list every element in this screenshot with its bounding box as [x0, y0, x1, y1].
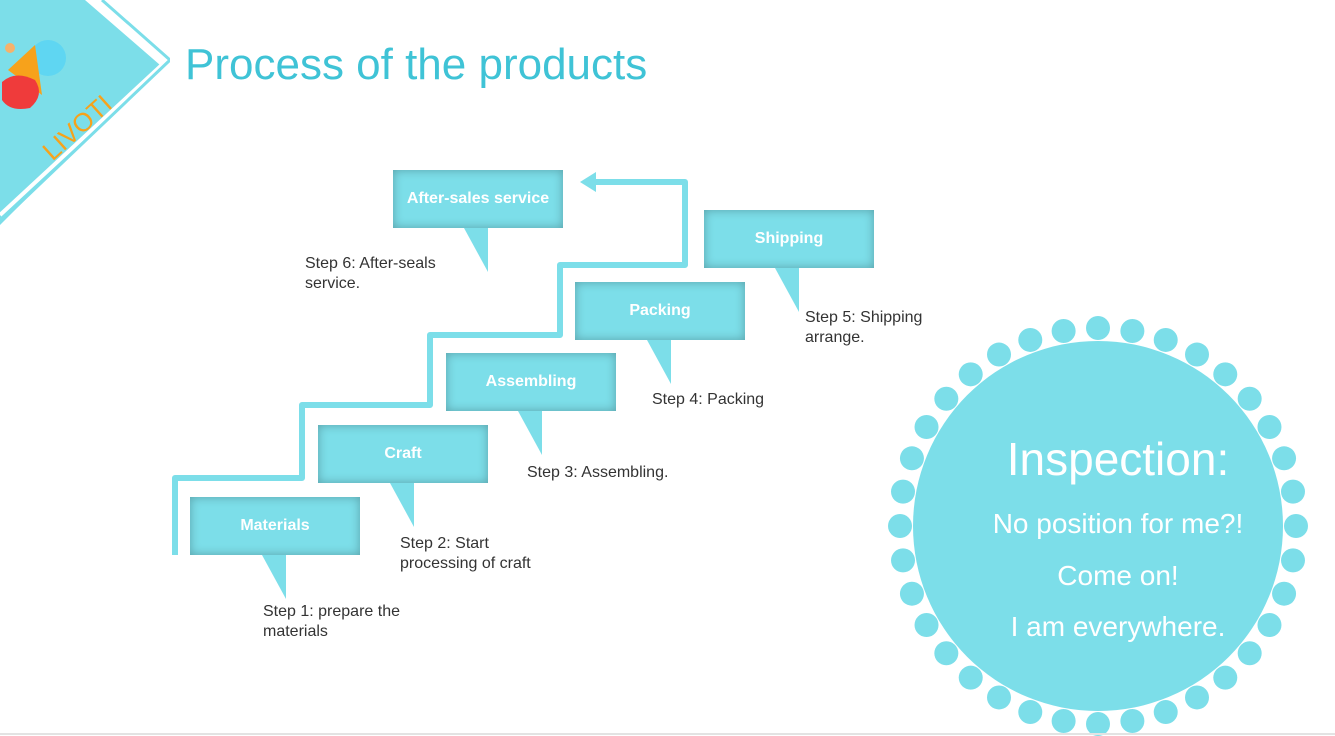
step-desc: Step 5: Shipping arrange.	[805, 309, 923, 346]
step-desc: Step 4: Packing	[652, 391, 765, 408]
gear-tooth	[1086, 712, 1110, 736]
step-label: After-sales service	[406, 190, 550, 207]
step-label: Shipping	[754, 230, 824, 247]
step-label: Craft	[384, 445, 422, 462]
gear-tooth	[899, 581, 924, 606]
gear-tooth	[958, 665, 983, 690]
gear-tooth	[1185, 342, 1209, 367]
step-pointer	[775, 268, 799, 312]
gear-tooth	[1051, 708, 1076, 733]
step-box-craft: Craft	[318, 425, 488, 483]
gear-tooth	[1284, 514, 1308, 538]
gear-tooth	[1213, 665, 1238, 690]
gear-tooth	[891, 479, 916, 504]
gear-tooth	[1237, 386, 1262, 411]
step-box-materials: Materials	[190, 497, 360, 555]
page-title: Process of the products	[185, 40, 648, 89]
step-desc: Step 3: Assembling.	[527, 464, 669, 481]
step-label: Packing	[629, 302, 691, 319]
gear-tooth	[1185, 685, 1209, 710]
step-desc: Step 1: prepare the materials	[263, 603, 400, 640]
gear-tooth	[1213, 362, 1238, 387]
logo-mark-icon	[2, 40, 66, 109]
step-pointer	[390, 483, 414, 527]
step-pointer	[518, 411, 542, 455]
arrow-head-icon	[580, 172, 596, 192]
gear-tooth	[1280, 479, 1305, 504]
inspection-line-1: No position for me?!	[992, 508, 1244, 539]
step-box-assembling: Assembling	[446, 353, 616, 411]
gear-tooth	[899, 446, 924, 471]
gear-tooth	[987, 342, 1011, 367]
gear-tooth	[1272, 446, 1297, 471]
gear-tooth	[987, 685, 1011, 710]
gear-tooth	[1051, 319, 1076, 344]
gear-tooth	[1153, 327, 1178, 352]
gear-tooth	[1120, 319, 1145, 344]
gear-tooth	[934, 386, 959, 411]
gear-tooth	[888, 514, 912, 538]
gear-tooth	[914, 415, 939, 439]
gear-body	[913, 341, 1283, 711]
step-desc: Step 6: After-seals service.	[305, 255, 436, 292]
step-label: Assembling	[485, 373, 577, 390]
inspection-heading: Inspection:	[1006, 433, 1230, 485]
gear-tooth	[934, 641, 959, 666]
step-pointer	[647, 340, 671, 384]
inspection-line-2: Come on!	[1057, 560, 1179, 591]
gear-tooth	[958, 362, 983, 387]
step-label: Materials	[240, 517, 310, 534]
step-pointer	[464, 228, 488, 272]
gear-tooth	[1120, 708, 1145, 733]
gear-tooth	[1018, 327, 1043, 352]
inspection-line-3: I am everywhere.	[1010, 611, 1226, 642]
step-box-shipping: Shipping	[704, 210, 874, 268]
gear-tooth	[1153, 700, 1178, 725]
logo: LIVOTI	[0, 0, 170, 225]
bottom-divider	[0, 733, 1335, 735]
gear-tooth	[914, 613, 939, 637]
inspection-gear-icon	[888, 316, 1308, 736]
gear-tooth	[1086, 316, 1110, 340]
gear-tooth	[1280, 548, 1305, 573]
step-desc: Step 2: Start processing of craft	[400, 535, 531, 572]
gear-tooth	[1237, 641, 1262, 666]
step-box-packing: Packing	[575, 282, 745, 340]
gear-tooth	[1272, 581, 1297, 606]
gear-tooth	[1257, 613, 1282, 637]
gear-tooth	[1257, 415, 1282, 439]
gear-tooth	[1018, 700, 1043, 725]
step-pointer	[262, 555, 286, 599]
step-box-after-sales: After-sales service	[393, 170, 563, 228]
gear-tooth	[891, 548, 916, 573]
